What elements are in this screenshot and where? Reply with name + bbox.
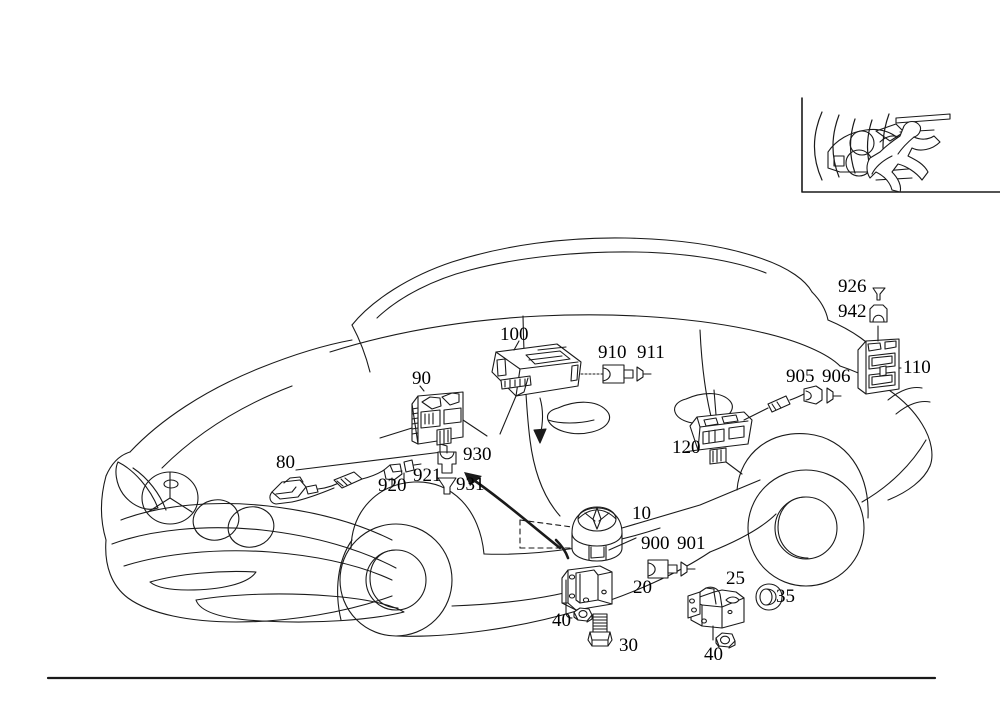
connector-920-921 xyxy=(391,472,405,488)
callout-80: 80 xyxy=(276,452,295,473)
car-body-outline xyxy=(101,237,933,637)
callout-911: 911 xyxy=(637,342,665,363)
connector-910-911 xyxy=(580,364,652,384)
part-20-sensor-bracket xyxy=(561,565,613,619)
callout-40-left: 40 xyxy=(552,610,571,631)
callout-900: 900 xyxy=(641,533,670,554)
callout-40-right: 40 xyxy=(704,644,723,665)
callout-35: 35 xyxy=(776,586,795,607)
callout-930: 930 xyxy=(463,444,492,465)
callout-90: 90 xyxy=(412,368,431,389)
callout-120: 120 xyxy=(672,437,701,458)
callout-926: 926 xyxy=(838,276,867,297)
callout-100: 100 xyxy=(500,324,529,345)
callout-942: 942 xyxy=(838,301,867,322)
callout-920: 920 xyxy=(378,475,407,496)
callout-20: 20 xyxy=(633,577,652,598)
callout-110: 110 xyxy=(903,357,931,378)
part-30-hex-bolt xyxy=(587,613,613,647)
crash-pulse-inset xyxy=(801,97,1000,193)
connector-926-942 xyxy=(869,287,888,323)
callout-906: 906 xyxy=(822,366,851,387)
part-100-control-unit xyxy=(491,340,582,444)
part-120-side-impact-module xyxy=(683,389,805,475)
part-25-support-bracket xyxy=(687,586,745,641)
part-40-hex-nut-left xyxy=(573,607,593,623)
callout-901: 901 xyxy=(677,533,706,554)
part-40-hex-nut-right xyxy=(715,632,736,649)
callout-25: 25 xyxy=(726,568,745,589)
connector-905-906 xyxy=(803,385,842,405)
part-80-battery-cable xyxy=(269,451,443,505)
callout-905: 905 xyxy=(786,366,815,387)
part-10-impact-sensor xyxy=(464,472,761,562)
part-110-rear-module xyxy=(857,325,902,395)
callout-921: 921 xyxy=(413,465,442,486)
callout-10: 10 xyxy=(632,503,651,524)
part-35-grommet xyxy=(755,583,783,611)
part-90-fuse-relay-module xyxy=(379,385,488,461)
connector-930-931 xyxy=(437,443,457,495)
callout-910: 910 xyxy=(598,342,627,363)
callout-30: 30 xyxy=(619,635,638,656)
connector-900-901 xyxy=(647,559,696,579)
callout-931: 931 xyxy=(456,474,485,495)
